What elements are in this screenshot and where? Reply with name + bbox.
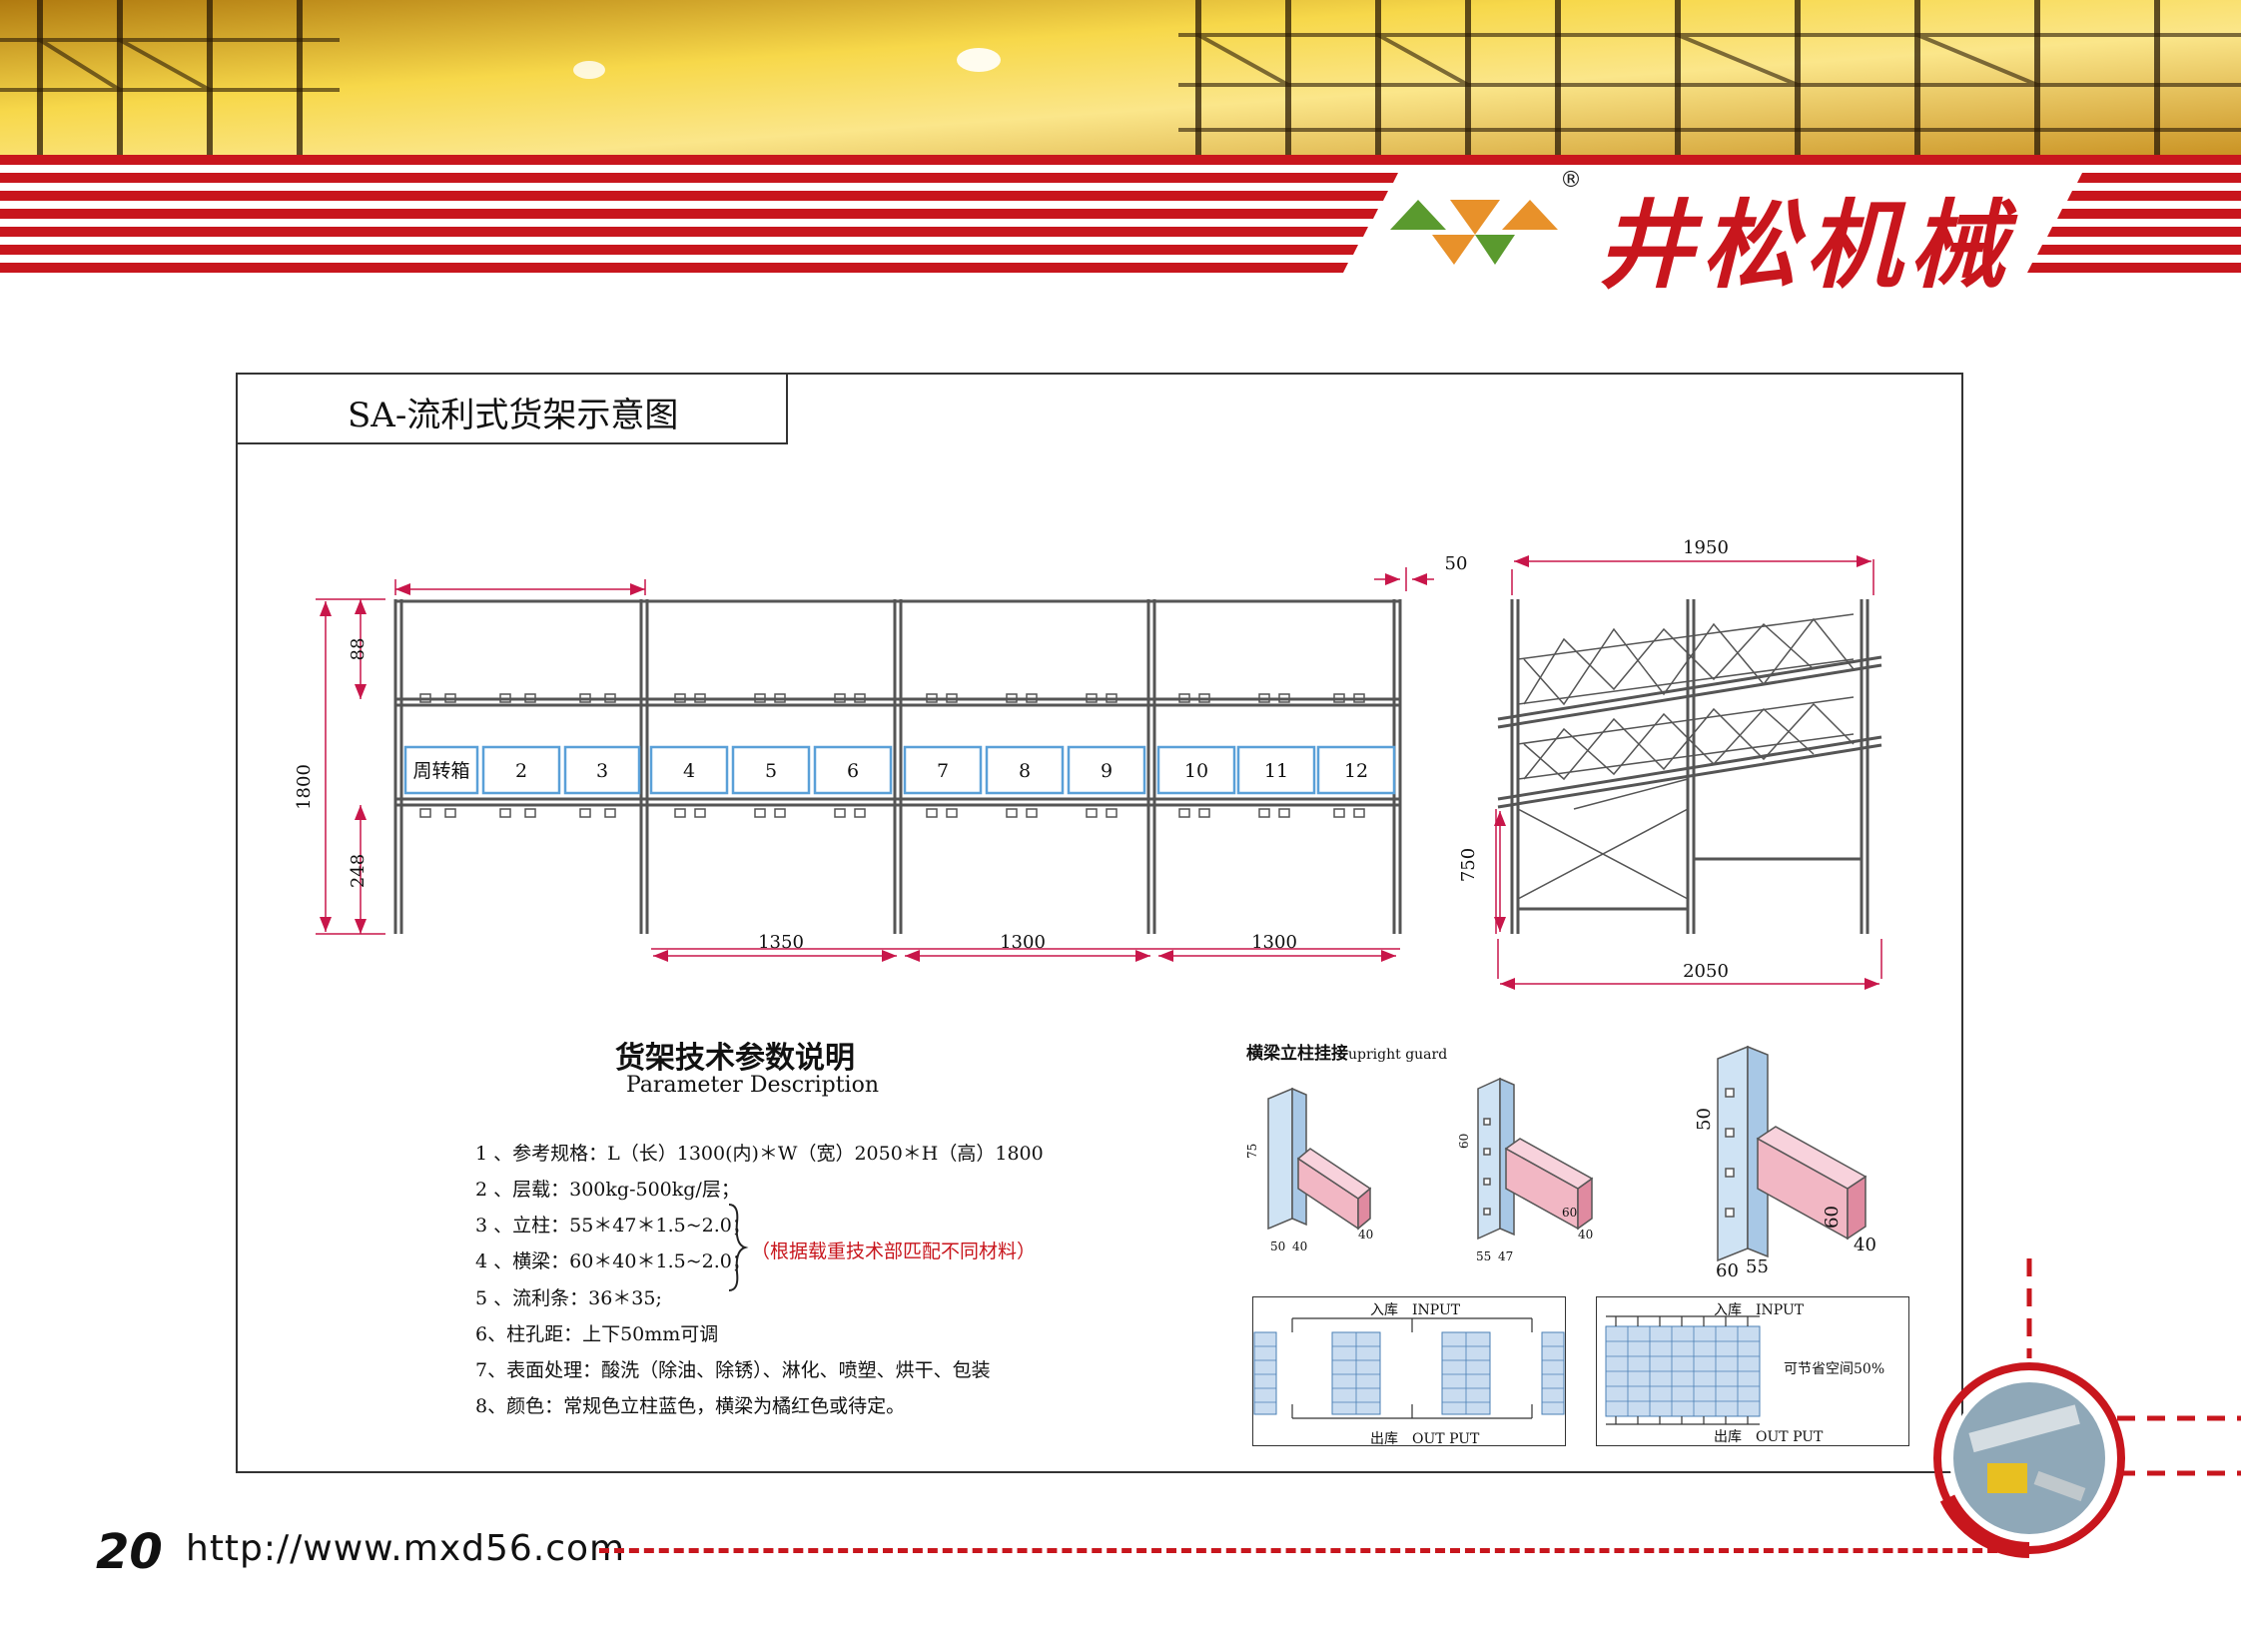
guard-large-h: 50 <box>1694 1108 1715 1131</box>
guard-small-b: 40 <box>1358 1228 1373 1241</box>
bin-label: 5 <box>765 760 777 782</box>
flow-diagram-gravity-drawing <box>1605 1315 1761 1425</box>
diagram-frame <box>236 373 1963 1473</box>
header-warehouse-photo <box>0 0 2241 160</box>
param-item: 4 、横梁：60＊40＊1.5~2.0； <box>475 1250 751 1272</box>
guard-small-h: 75 <box>1245 1144 1259 1159</box>
brand-name: 井松机械 <box>1598 189 2013 302</box>
height-top: 88 <box>348 638 369 661</box>
guard-large-w2: 55 <box>1746 1256 1769 1277</box>
param-item: 6、柱孔距：上下50mm可调 <box>475 1323 719 1345</box>
bay-width: 1300 <box>1000 932 1046 953</box>
diagram-title: SA-流利式货架示意图 <box>348 396 679 435</box>
front-view <box>393 599 1402 934</box>
guard-medium-w2: 47 <box>1498 1249 1513 1263</box>
bin-label: 8 <box>1019 760 1031 782</box>
param-item: 5 、流利条：36＊35; <box>475 1287 662 1309</box>
params-title: 货架技术参数说明 <box>615 1041 855 1076</box>
height-bottom: 248 <box>348 854 369 888</box>
upright-guard-drawings: 75 50 40 40 60 55 47 60 40 50 60 55 60 4… <box>1245 1045 1876 1281</box>
corner-decoration <box>1933 1258 2241 1558</box>
bin-label: 12 <box>1344 760 1368 782</box>
guard-title-cn: 横梁立柱挂接 <box>1246 1044 1348 1064</box>
flow-diagram-conventional-drawing <box>1253 1317 1565 1419</box>
title-box <box>236 373 788 444</box>
header-stripes <box>0 155 2241 273</box>
registered-mark: ® <box>1560 168 1582 193</box>
guard-medium-h: 60 <box>1457 1134 1471 1149</box>
flow-input-label: 入库 INPUT <box>1714 1302 1805 1318</box>
bin-boxes <box>403 745 1396 795</box>
param-item: 7、表面处理：酸洗（除油、除锈）、淋化、喷塑、烘干、包装 <box>475 1359 991 1381</box>
bay-width: 1350 <box>758 932 804 953</box>
side-trusses <box>1517 613 1855 900</box>
guard-small-w1: 50 <box>1270 1239 1285 1253</box>
params-subtitle: Parameter Description <box>626 1073 880 1098</box>
guard-large-w1: 60 <box>1716 1260 1739 1281</box>
beam-clips <box>419 693 1365 818</box>
guard-medium <box>1477 1077 1594 1240</box>
footer-dashed-line <box>599 1548 2027 1553</box>
flow-diagram-gravity <box>1596 1296 1909 1446</box>
bin-label: 周转箱 <box>412 760 469 782</box>
side-offset: 50 <box>1445 553 1468 574</box>
guard-small <box>1267 1087 1372 1231</box>
bin-label: 10 <box>1184 760 1208 782</box>
bin-label: 7 <box>937 760 949 782</box>
guard-medium-b1: 60 <box>1562 1206 1577 1220</box>
side-view <box>1497 599 1882 934</box>
height-total: 1800 <box>294 764 315 810</box>
flow-diagram-conventional <box>1252 1296 1566 1446</box>
bin-label: 6 <box>847 760 859 782</box>
front-dimensions <box>316 579 1400 962</box>
bin-label: 4 <box>683 760 695 782</box>
flow-input-label: 入库 INPUT <box>1370 1302 1461 1318</box>
brace-note: （根据载重技术部匹配不同材料） <box>751 1240 1037 1262</box>
flow-output-label: 出库 OUT PUT <box>1370 1431 1480 1447</box>
guard-large-b1: 60 <box>1822 1206 1843 1229</box>
guard-title: 横梁立柱挂接upright guard <box>1246 1039 1447 1064</box>
bin-label: 2 <box>515 760 527 782</box>
brace-icon <box>728 1204 749 1291</box>
bin-label: 11 <box>1264 760 1288 782</box>
param-item: 2 、层载：300kg-500kg/层； <box>475 1179 740 1201</box>
param-item: 1 、参考规格：L（长）1300(内)＊W（宽）2050＊H（高）1800 <box>475 1143 1044 1165</box>
website-url[interactable]: http://www.mxd56.com <box>186 1528 626 1569</box>
side-depth-top: 1950 <box>1683 537 1729 558</box>
bin-label: 3 <box>596 760 608 782</box>
param-item: 8、颜色：常规色立柱蓝色，横梁为橘红色或待定。 <box>475 1395 906 1417</box>
guard-large-b2: 40 <box>1854 1235 1876 1255</box>
rack-drawing: 周转箱 2 3 4 5 6 7 8 9 10 11 12 1800 88 248… <box>294 537 1882 990</box>
guard-small-w2: 40 <box>1292 1239 1307 1253</box>
company-logo-icon <box>1390 200 1558 265</box>
bay-width: 1300 <box>1251 932 1297 953</box>
page-number: 20 <box>96 1524 163 1580</box>
side-depth-bottom: 2050 <box>1683 961 1729 982</box>
param-item: 3 、立柱：55＊47＊1.5~2.0； <box>475 1215 751 1237</box>
guard-medium-w1: 55 <box>1476 1249 1491 1263</box>
bin-label: 9 <box>1101 760 1113 782</box>
side-height-lower: 750 <box>1458 848 1479 882</box>
guard-title-en: upright guard <box>1348 1047 1448 1063</box>
space-saving-note: 可节省空间50% <box>1784 1361 1885 1377</box>
side-dimensions <box>1374 555 1882 990</box>
guard-large <box>1717 1045 1868 1262</box>
guard-medium-b2: 40 <box>1578 1228 1593 1241</box>
flow-output-label: 出库 OUT PUT <box>1714 1429 1824 1445</box>
